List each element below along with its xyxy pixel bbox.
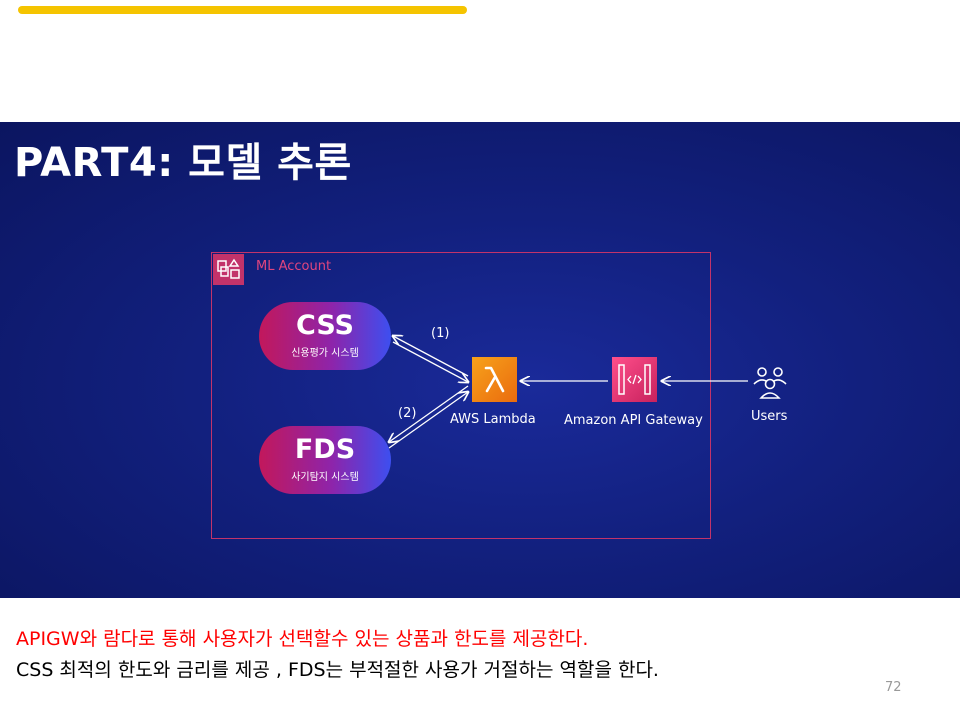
arrow-css-to-lambda	[392, 341, 468, 382]
fds-node: FDS 사기탐지 시스템	[259, 426, 391, 494]
users-label: Users	[751, 409, 788, 424]
arrow-lambda-to-css	[393, 336, 469, 377]
lambda-label: AWS Lambda	[450, 412, 536, 427]
step-2-label: (2)	[398, 406, 417, 421]
note-line-2: CSS 최적의 한도와 금리를 제공 , FDS는 부적절한 사용가 거절하는 …	[16, 659, 659, 681]
lambda-icon	[472, 357, 517, 402]
api-gateway-label: Amazon API Gateway	[564, 413, 703, 428]
account-icon	[213, 254, 244, 285]
slide-title: PART4: 모델 추론	[14, 140, 352, 186]
page-number: 72	[885, 680, 902, 695]
accent-bar	[18, 6, 467, 14]
slide-image: PART4: 모델 추론 ML Account CSS 신용평가 시스템 FDS…	[0, 122, 960, 598]
css-node-title: CSS	[296, 310, 354, 341]
fds-node-title: FDS	[294, 434, 356, 465]
flow-arrows	[0, 122, 748, 449]
note-line-1: APIGW와 람다로 통해 사용자가 선택할수 있는 상품과 한도를 제공한다.	[16, 628, 589, 650]
account-label: ML Account	[256, 259, 332, 274]
css-node-subtitle: 신용평가 시스템	[291, 348, 359, 359]
css-node: CSS 신용평가 시스템	[259, 302, 391, 370]
arrow-fds-to-lambda	[388, 392, 468, 449]
step-1-label: (1)	[431, 326, 450, 341]
ml-account-boundary	[211, 252, 711, 539]
fds-node-subtitle: 사기탐지 시스템	[291, 472, 359, 483]
users-icon	[750, 362, 790, 402]
arrow-lambda-to-fds	[389, 385, 469, 442]
api-gateway-icon	[612, 357, 657, 402]
